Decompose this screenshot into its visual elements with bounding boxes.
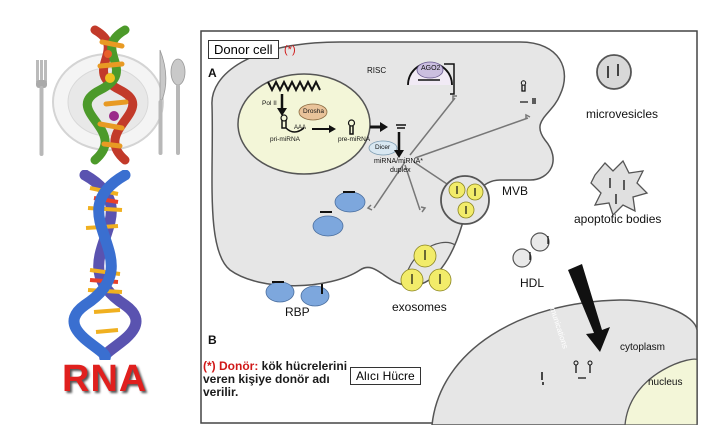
recipient-nucleus xyxy=(624,358,698,425)
rna-title: RNA xyxy=(62,358,148,400)
dicer-label: Dicer xyxy=(375,144,391,151)
apoptotic-bodies-label: apoptotic bodies xyxy=(574,212,662,226)
nucleus-label: nucleus xyxy=(648,377,683,388)
drosha-enzyme xyxy=(298,103,328,121)
cytoplasm-label: cytoplasm xyxy=(620,342,666,353)
pol2-label: Pol II xyxy=(262,100,277,107)
drosha-label: Drosha xyxy=(303,108,324,115)
vegetable-helix xyxy=(82,25,138,165)
donor-cell-text: Donor cell xyxy=(214,42,273,57)
ago2-label: AGO2 xyxy=(421,65,441,72)
donor-cell-label: Donor cell xyxy=(208,40,279,59)
communication-arrow xyxy=(568,264,610,352)
mirna-transfer-diagram: Donor cell (*) A B RISC AGO2 Pol II AAA … xyxy=(200,30,700,425)
rbp-complex xyxy=(265,281,295,303)
pri-mirna-label: pri-miRNA xyxy=(270,136,300,143)
aaa-label: AAA xyxy=(294,125,307,131)
donor-nucleus xyxy=(237,73,371,175)
donor-footnote: (*) Donör: kök hücrelerini veren kişiye … xyxy=(203,360,353,399)
food-plate-illustration xyxy=(36,25,186,165)
hdl-particle xyxy=(530,232,550,252)
recipient-cell-shape xyxy=(431,299,698,425)
diagram-canvas xyxy=(200,30,698,425)
duplex-label-line2: duplex xyxy=(390,167,411,174)
panel-b-label: B xyxy=(208,333,217,347)
duplex-label-line1: miRNA/miRNA* xyxy=(374,158,423,165)
mvb-label: MVB xyxy=(502,184,529,198)
recipient-cell-text: Alıcı Hücre xyxy=(356,369,415,383)
dna-helix-illustration xyxy=(68,170,142,360)
fork-icon xyxy=(36,60,47,156)
hdl-label: HDL xyxy=(520,276,545,290)
apoptotic-body xyxy=(590,159,649,217)
gene-dna-icon xyxy=(267,79,321,93)
pre-mirna-icon xyxy=(349,126,354,135)
footnote-text: kök hücrelerini veren kişiye donör adı v… xyxy=(203,359,348,399)
risc-label: RISC xyxy=(367,66,387,75)
rbp-label: RBP xyxy=(285,305,310,319)
spoon-icon xyxy=(170,58,186,155)
rbp-complex xyxy=(300,285,330,307)
panel-a-label: A xyxy=(208,66,217,80)
footnote-mark: (*) Donör: xyxy=(203,359,259,373)
left-illustration-panel: RNA xyxy=(0,0,200,431)
pri-mirna-icon xyxy=(281,120,305,133)
recipient-cell-label: Alıcı Hücre xyxy=(350,367,421,385)
rbp-complex xyxy=(312,215,344,237)
exosomes-label: exosomes xyxy=(392,300,447,314)
hdl-particle xyxy=(512,248,532,268)
microvesicle xyxy=(596,54,632,90)
donor-mark: (*) xyxy=(284,44,296,56)
ago2-protein xyxy=(416,61,444,79)
knife-icon xyxy=(158,49,167,155)
pre-mirna-label: pre-miRNA xyxy=(338,136,371,143)
microvesicles-label: microvesicles xyxy=(586,107,659,121)
dicer-enzyme xyxy=(368,140,398,156)
rbp-complex xyxy=(334,191,366,213)
